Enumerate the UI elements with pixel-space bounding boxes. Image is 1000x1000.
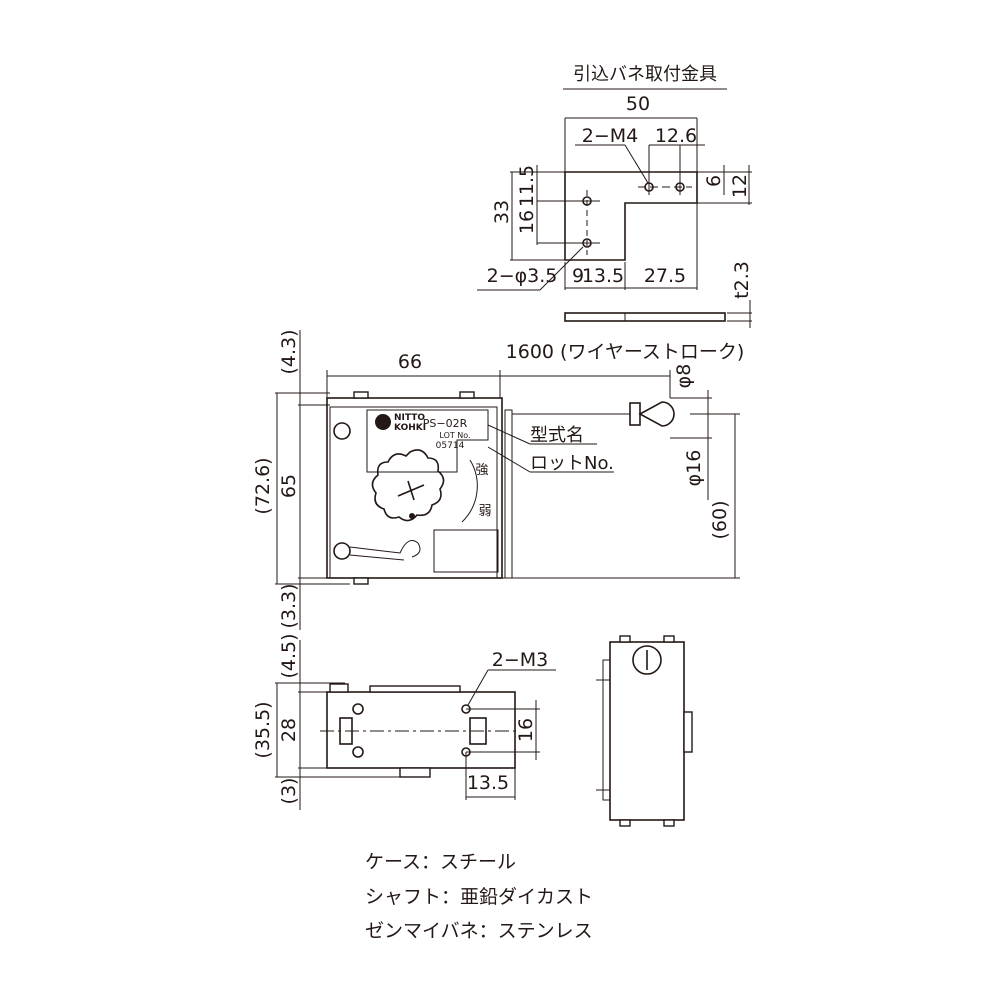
label-tap-holes-m4: 2−M4 (582, 125, 639, 147)
dim-16: 16 (516, 210, 538, 234)
note-shaft: シャフト：亜鉛ダイカスト (365, 886, 593, 908)
dim-33: 33 (491, 200, 513, 224)
bracket-drawing: 引込バネ取付金具 50 2−M4 12.6 33 11.5 16 6 12 2−… (477, 64, 753, 328)
label-holes-phi3-5: 2−φ3.5 (487, 265, 558, 287)
bracket-title: 引込バネ取付金具 (573, 64, 717, 85)
dim-11-5: 11.5 (516, 165, 538, 207)
label-weak: 弱 (478, 504, 491, 519)
dim-66: 66 (398, 351, 422, 373)
dim-thickness: t2.3 (731, 261, 753, 299)
dim-top-4-3: (4.3) (278, 329, 300, 374)
callout-model-name: 型式名 (530, 425, 584, 446)
knob-icon (632, 645, 662, 675)
svg-text:NITTO: NITTO (394, 413, 425, 423)
svg-text:KOHKI: KOHKI (394, 423, 426, 433)
dim-65: 65 (278, 474, 300, 498)
spring-knob (371, 449, 445, 522)
label-strong: 強 (475, 463, 488, 478)
screw-icon (333, 422, 351, 440)
dim-13-5-bottom: 13.5 (467, 772, 509, 794)
screw-icon (333, 542, 351, 560)
dim-6: 6 (703, 175, 725, 187)
lot-number: 05714 (436, 441, 465, 451)
side-view (596, 635, 693, 827)
screw-icon (352, 746, 364, 758)
dim-28: 28 (278, 718, 300, 742)
dim-27-5: 27.5 (644, 265, 686, 287)
dim-top-4-5: (4.5) (278, 633, 300, 678)
bracket-side-view (564, 312, 726, 322)
label-tap-holes-m3: 2−M3 (492, 649, 549, 671)
dim-bracket-width: 50 (626, 93, 650, 115)
dim-35-5: (35.5) (252, 701, 274, 758)
dim-phi16: φ16 (683, 450, 705, 487)
dim-72-6: (72.6) (252, 457, 274, 514)
dim-12: 12 (729, 174, 751, 198)
direction-arrow-icon (461, 459, 478, 523)
bottom-view: (4.5) (35.5) 28 (3) 2−M3 16 13.5 (252, 633, 556, 810)
dim-13-5: 13.5 (582, 265, 624, 287)
dim-60: (60) (709, 500, 731, 539)
dim-bottom-3-3: (3.3) (278, 583, 300, 628)
wire-loop (638, 401, 675, 427)
nitto-kohki-logo: NITTO KOHKI (375, 413, 426, 433)
front-view: (4.3) (72.6) 65 (3.3) 66 1600 (ワイヤーストローク… (252, 329, 744, 630)
material-notes: ケース：スチール シャフト：亜鉛ダイカスト ゼンマイバネ：ステンレス (365, 851, 593, 942)
screw-icon (352, 703, 364, 715)
dim-tap-pitch: 12.6 (655, 125, 697, 147)
dim-bottom-3: (3) (278, 778, 300, 805)
note-spring: ゼンマイバネ：ステンレス (365, 920, 593, 942)
model-number: PS−02R (423, 417, 468, 430)
dim-wire-stroke: 1600 (ワイヤーストローク) (506, 341, 745, 363)
dim-phi8: φ8 (673, 364, 695, 389)
dim-9: 9 (572, 265, 584, 287)
dim-16-bottom: 16 (515, 718, 537, 742)
lot-label: LOT No. (439, 431, 470, 440)
nameplate (366, 409, 489, 473)
note-case: ケース：スチール (365, 851, 516, 873)
warning-label (433, 529, 499, 573)
callout-lot-number: ロットNo. (530, 453, 614, 474)
